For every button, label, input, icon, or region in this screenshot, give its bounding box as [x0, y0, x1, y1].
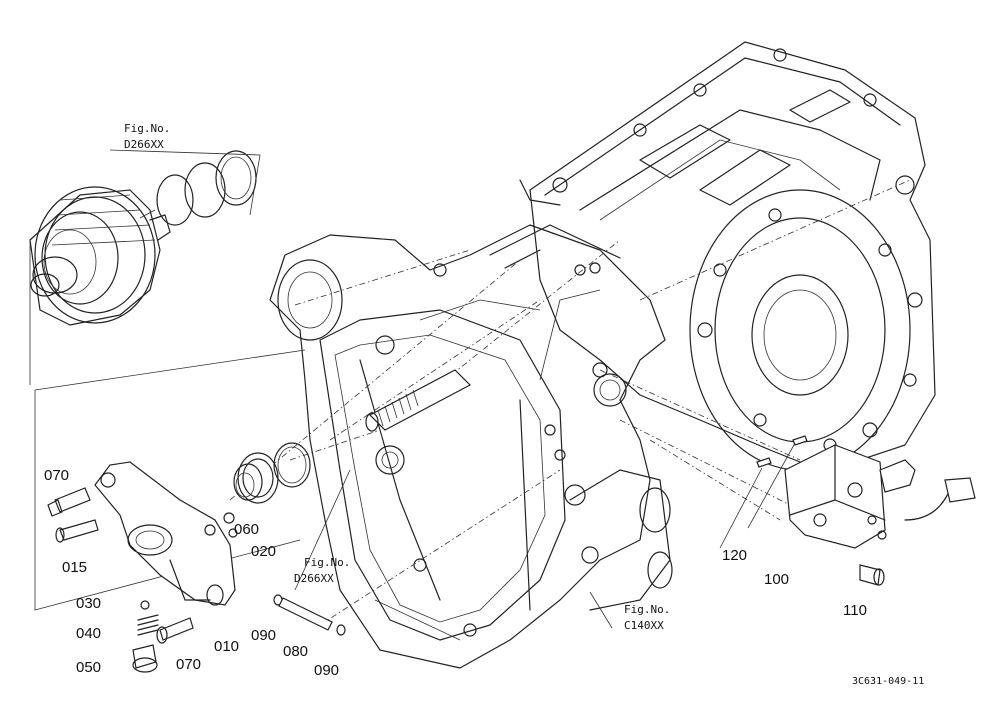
bearing-and-ring [233, 442, 311, 504]
part-label-070-top[interactable]: 070 [44, 467, 69, 484]
part-label-070-bottom[interactable]: 070 [176, 656, 201, 673]
part-label-090-left[interactable]: 090 [251, 627, 276, 644]
part-label-120[interactable]: 120 [722, 547, 747, 564]
part-label-010[interactable]: 010 [214, 638, 239, 655]
fig-ref-code-center[interactable]: D266XX [294, 572, 334, 585]
part-label-060[interactable]: 060 [234, 521, 259, 538]
shift-lever-assembly [47, 461, 236, 606]
part-label-110[interactable]: 110 [843, 602, 867, 619]
part-label-100[interactable]: 100 [764, 571, 789, 588]
part-label-050[interactable]: 050 [76, 659, 101, 676]
fig-ref-label-bottom: Fig.No. [624, 603, 670, 616]
fig-ref-code-top-left[interactable]: D266XX [124, 138, 164, 151]
fig-ref-code-bottom[interactable]: C140XX [624, 619, 664, 632]
leader-lines [139, 209, 796, 629]
part-label-030[interactable]: 030 [76, 595, 101, 612]
part-label-020[interactable]: 020 [251, 543, 276, 560]
part-label-015[interactable]: 015 [62, 559, 87, 576]
transmission-case [269, 41, 936, 669]
small-hardware [132, 512, 346, 673]
part-label-080[interactable]: 080 [283, 643, 308, 660]
splined-shaft [365, 369, 471, 432]
part-label-090-right[interactable]: 090 [314, 662, 339, 679]
fig-ref-label-top-left: Fig.No. [124, 122, 170, 135]
valve-block-assembly [756, 435, 976, 586]
drawing-code: 3C631-049-11 [852, 676, 924, 687]
clutch-pack-assembly [29, 149, 306, 611]
fig-ref-label-center: Fig.No. [304, 556, 350, 569]
part-label-040[interactable]: 040 [76, 625, 101, 642]
